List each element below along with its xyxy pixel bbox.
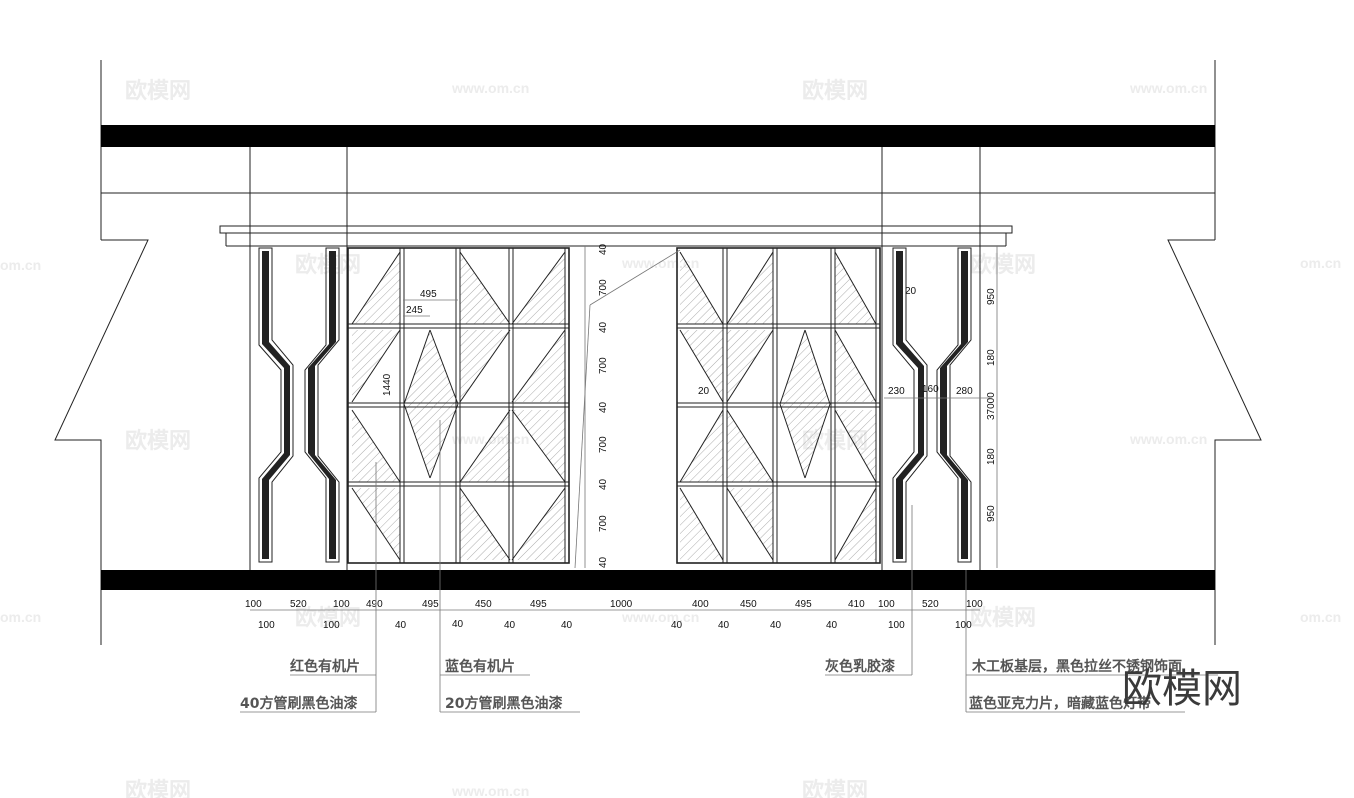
dim-label: 37000	[986, 392, 997, 420]
dim-label: 1440	[382, 373, 393, 396]
dim-label: 495	[530, 599, 547, 610]
dim-label: 100	[966, 599, 983, 610]
dim-label: 450	[475, 599, 492, 610]
dim-label: 100	[878, 599, 895, 610]
watermark-url: om.cn	[0, 257, 41, 273]
watermark-url: www.om.cn	[451, 80, 529, 96]
panel-dimensions: 495 245 1440 20 20 230 160 280	[382, 286, 990, 399]
note-gray-latex: 灰色乳胶漆	[825, 658, 895, 675]
dim-label: 520	[922, 599, 939, 610]
dim-label: 700	[598, 357, 609, 374]
note-pipe40: 40方管刷黑色油漆	[240, 695, 357, 712]
dim-label: 245	[406, 305, 423, 316]
dim-label: 20	[905, 286, 917, 297]
watermark-url: om.cn	[1300, 609, 1341, 625]
dim-label: 40	[395, 620, 407, 631]
dim-label: 495	[422, 599, 439, 610]
dim-label: 490	[366, 599, 383, 610]
dim-label: 40	[770, 620, 782, 631]
dim-label: 40	[718, 620, 730, 631]
dim-label: 495	[795, 599, 812, 610]
leader-lines	[240, 420, 1218, 713]
dim-label: 950	[986, 505, 997, 522]
dim-label: 160	[922, 384, 939, 395]
watermark-brand: 欧模网	[125, 428, 191, 454]
note-wood-base: 木工板基层，黑色拉丝不锈钢饰面	[971, 658, 1182, 675]
floor-beam	[101, 570, 1215, 590]
ceiling-beam	[101, 125, 1215, 147]
dim-label: 520	[290, 599, 307, 610]
dim-label: 700	[598, 279, 609, 296]
dim-label: 40	[598, 401, 609, 413]
dim-label: 40	[598, 321, 609, 333]
dim-label: 410	[848, 599, 865, 610]
right-vertical-dimension: 950 180 37000 180 950	[986, 246, 998, 568]
watermark-url: www.om.cn	[1129, 431, 1207, 447]
material-notes: 红色有机片 40方管刷黑色油漆 蓝色有机片 20方管刷黑色油漆 灰色乳胶漆 木工…	[240, 658, 1182, 712]
watermark-brand: 欧模网	[295, 605, 361, 631]
dim-label: 495	[420, 289, 437, 300]
dim-label: 280	[956, 386, 973, 397]
left-strips	[258, 247, 340, 563]
watermark-url: om.cn	[0, 609, 41, 625]
right-strips	[892, 247, 972, 563]
dim-label: 40	[452, 619, 464, 630]
dim-label: 230	[888, 386, 905, 397]
logo-brand: 欧模网	[1122, 666, 1242, 712]
watermark-url: www.om.cn	[451, 783, 529, 798]
center-vertical-dimension: 40 700 40 700 40 700 40 700 40	[574, 243, 681, 569]
dim-label: 40	[826, 620, 838, 631]
dim-label: 100	[333, 599, 350, 610]
dim-label: 700	[598, 515, 609, 532]
dim-label: 950	[986, 288, 997, 305]
note-red-acrylic: 红色有机片	[290, 658, 360, 675]
dim-label: 100	[258, 620, 275, 631]
dim-label: 40	[504, 620, 516, 631]
dim-label: 40	[598, 243, 609, 255]
note-pipe20: 20方管刷黑色油漆	[445, 695, 562, 712]
watermark-url: om.cn	[1300, 255, 1341, 271]
watermark-layer: 欧模网 www.om.cn 欧模网 www.om.cn om.cn 欧模网 ww…	[0, 78, 1341, 798]
dim-label: 100	[245, 599, 262, 610]
dim-label: 100	[955, 620, 972, 631]
watermark-brand: 欧模网	[295, 252, 361, 278]
dim-label: 100	[323, 620, 340, 631]
dim-label: 40	[598, 556, 609, 568]
watermark-url: www.om.cn	[1129, 80, 1207, 96]
dim-label: 40	[671, 620, 683, 631]
note-blue-acrylic-light: 蓝色亚克力片，暗藏蓝色灯带	[969, 695, 1151, 712]
left-screen-panel	[347, 247, 570, 564]
dim-label: 700	[598, 436, 609, 453]
dim-label: 20	[698, 386, 710, 397]
dim-label: 1000	[610, 599, 633, 610]
dim-label: 180	[986, 448, 997, 465]
watermark-url: www.om.cn	[621, 255, 699, 271]
watermark-brand: 欧模网	[125, 78, 191, 104]
watermark-brand: 欧模网	[125, 778, 191, 798]
dim-label: 180	[986, 349, 997, 366]
watermark-brand: 欧模网	[970, 252, 1036, 278]
dim-label: 40	[561, 620, 573, 631]
dim-label: 40	[598, 478, 609, 490]
dim-label: 400	[692, 599, 709, 610]
right-screen-panel	[676, 247, 881, 564]
dim-label: 100	[888, 620, 905, 631]
watermark-brand: 欧模网	[802, 78, 868, 104]
bottom-dimensions: 100 520 100 490 495 450 495 1000 400 450…	[245, 599, 983, 631]
wall-outline	[54, 60, 1262, 645]
note-blue-acrylic: 蓝色有机片	[445, 658, 515, 675]
watermark-url: www.om.cn	[621, 609, 699, 625]
dim-label: 450	[740, 599, 757, 610]
watermark-brand: 欧模网	[802, 778, 868, 798]
watermark-brand: 欧模网	[970, 605, 1036, 631]
